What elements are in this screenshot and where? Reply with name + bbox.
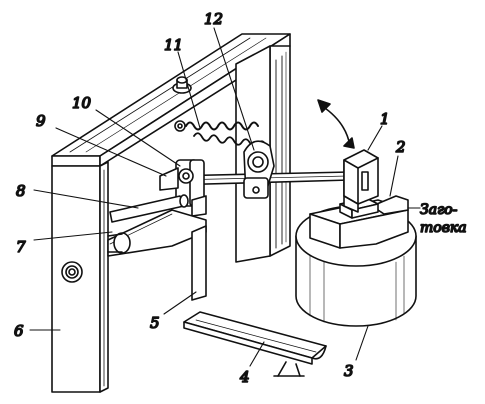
rear-bearing-bracket [243, 140, 275, 199]
label-9: 9 [36, 112, 46, 130]
label-8: 8 [16, 182, 26, 200]
leader-lines [29, 27, 421, 367]
label-5: 5 [150, 314, 160, 332]
label-1: 1 [380, 110, 390, 128]
label-3: 3 [344, 362, 354, 380]
label-7: 7 [16, 238, 26, 256]
frame-rear-post [235, 45, 291, 263]
label-4: 4 [239, 368, 250, 386]
pivot-shaft [107, 232, 131, 254]
hammer-head [343, 149, 379, 213]
label-2: 2 [395, 138, 406, 156]
label-12: 12 [204, 10, 223, 28]
top-bolt [172, 76, 192, 94]
swing-arrow-icon [317, 99, 355, 149]
front-bearing-bracket [159, 159, 207, 217]
frame-front-post [51, 161, 109, 393]
label-workpiece-line1: Заго- [420, 202, 458, 218]
pedal-rod [191, 225, 207, 301]
foot-pedal [183, 311, 327, 377]
lever-arm [107, 194, 207, 257]
label-11: 11 [164, 36, 183, 54]
label-10: 10 [72, 94, 92, 112]
label-workpiece-line2: товка [420, 220, 467, 236]
label-6: 6 [14, 322, 24, 340]
